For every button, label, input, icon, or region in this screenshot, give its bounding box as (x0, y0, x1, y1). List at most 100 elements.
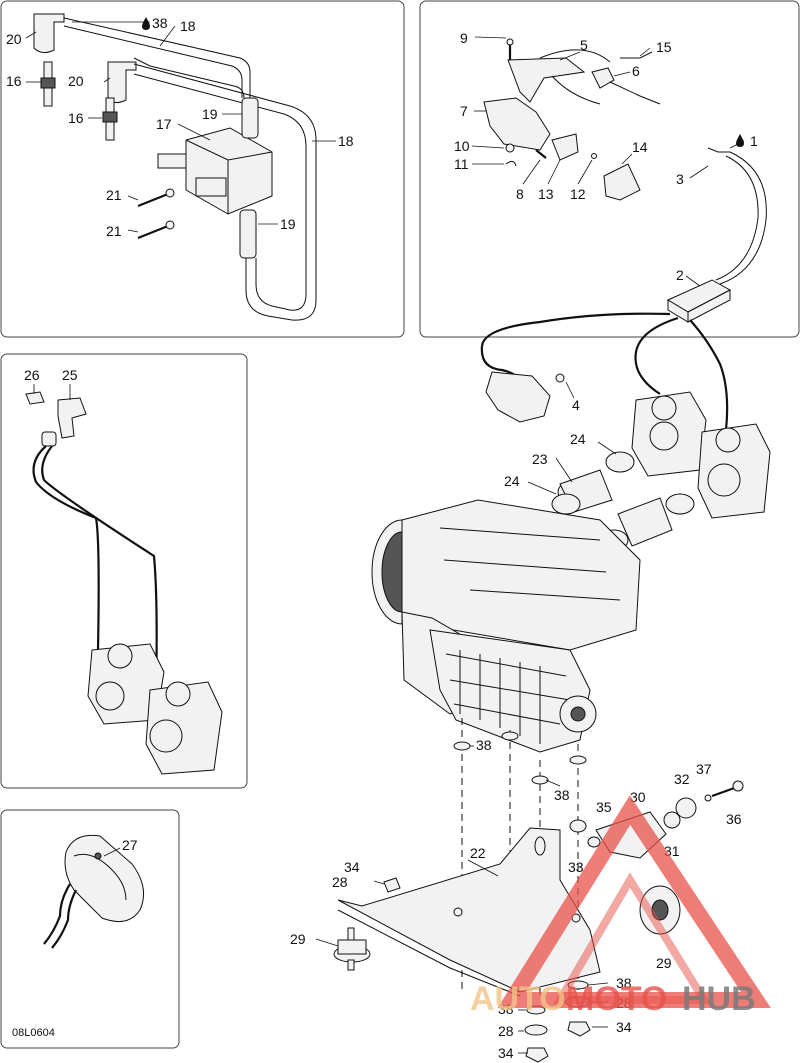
washers-38 (453, 731, 587, 785)
label-29b: 29 (656, 955, 672, 971)
cable-panel-frame (0, 353, 248, 789)
ignition-panel-frame (0, 0, 405, 338)
screw-8 (535, 149, 547, 159)
cable-end-1 (707, 147, 730, 153)
clamp-24-right (665, 493, 695, 515)
label-38d: 38 (616, 975, 632, 991)
washer-10 (505, 143, 515, 153)
label-18a: 18 (180, 18, 196, 34)
drop-icon-1 (736, 134, 744, 147)
label-4: 4 (572, 397, 580, 413)
label-24b: 24 (504, 473, 520, 489)
callout-labels: 20 16 20 16 38 18 17 19 18 21 21 19 9 5 … (6, 15, 758, 1061)
label-37: 37 (696, 761, 712, 777)
ignition-extra-line (133, 57, 245, 99)
cable-junction-2 (666, 275, 732, 323)
coil-boot-upper (241, 97, 259, 139)
bracket-4 (485, 371, 551, 423)
label-22: 22 (470, 845, 486, 861)
cable-to-carb-a (634, 316, 679, 395)
cover-13 (551, 133, 579, 161)
label-15: 15 (656, 39, 672, 55)
high-tension-wire-b-inner (133, 73, 307, 311)
label-23: 23 (532, 451, 548, 467)
label-14: 14 (632, 139, 648, 155)
bushing-31 (663, 811, 681, 829)
nut-12 (591, 153, 597, 159)
label-13: 13 (538, 186, 554, 202)
label-2: 2 (676, 267, 684, 283)
label-19b: 19 (280, 216, 296, 232)
drop-icon-38 (142, 17, 150, 30)
watermark-text-moto: MOTO (566, 980, 667, 1018)
choke-cable-b (41, 445, 158, 691)
bushing-32 (675, 797, 697, 819)
throttle-lever (507, 57, 586, 103)
ignition-leaders (25, 21, 336, 233)
high-tension-wire-b (133, 63, 317, 321)
housing-7 (483, 97, 551, 151)
label-28a: 28 (332, 874, 348, 890)
label-21b: 21 (106, 223, 122, 239)
spark-plug-lower (102, 97, 118, 141)
label-6: 6 (632, 63, 640, 79)
label-36: 36 (726, 811, 742, 827)
nut-35 (569, 819, 587, 833)
label-26: 26 (24, 367, 40, 383)
high-tension-wire-a-inner (63, 25, 243, 98)
label-1: 1 (750, 133, 758, 149)
throttle-cable (719, 151, 767, 285)
wire-15 (620, 51, 653, 59)
choke-cable-a (32, 445, 100, 651)
label-38b: 38 (476, 737, 492, 753)
label-17: 17 (156, 116, 172, 132)
label-25: 25 (62, 367, 78, 383)
ignition-coil (185, 127, 273, 215)
label-9: 9 (460, 30, 468, 46)
label-12: 12 (570, 186, 586, 202)
grip-14 (603, 163, 641, 201)
label-20b: 20 (68, 73, 84, 89)
spark-plug-cap-upper (33, 13, 65, 54)
spark-plug-cap-lower (107, 61, 137, 104)
diagram-code: 08L0604 (12, 1027, 55, 1039)
label-32: 32 (674, 771, 690, 787)
coil-connector (195, 177, 227, 197)
label-7: 7 (460, 103, 468, 119)
screw-upper (137, 192, 169, 208)
throttle-lever-assembly (483, 38, 767, 285)
label-27: 27 (122, 837, 138, 853)
label-10: 10 (454, 138, 470, 154)
washer-37 (704, 794, 712, 802)
label-16b: 16 (68, 110, 84, 126)
choke-cable-assembly (25, 391, 223, 775)
screw-lower (137, 224, 169, 240)
watermark-text-hub: HUB (682, 980, 756, 1018)
ignition-coil-assembly (33, 13, 317, 321)
cable-to-bracket (480, 312, 671, 389)
label-34b: 34 (616, 1019, 632, 1035)
throttle-panel-frame (419, 0, 800, 338)
intake-boots (551, 451, 695, 551)
label-29a: 29 (290, 931, 306, 947)
coil-plug (157, 153, 187, 169)
clip-11 (505, 160, 517, 167)
watermark-logo: AUTO MOTO HUB (470, 795, 771, 1018)
nut-34-bottom (525, 1047, 549, 1063)
clamp-24-left (551, 493, 581, 515)
boot-23-right (617, 497, 673, 547)
label-34c: 34 (498, 1045, 514, 1061)
clamp-24-upper-right (605, 451, 635, 473)
label-38c: 38 (554, 787, 570, 803)
label-33: 33 (568, 859, 584, 875)
starter-handle-27 (43, 834, 145, 949)
nut-26 (25, 391, 45, 405)
washer-33 (587, 836, 601, 848)
handle-panel-frame (0, 809, 180, 1049)
carburetor-pair-right (631, 391, 771, 519)
label-34a: 34 (344, 859, 360, 875)
watermark-text-auto: AUTO (470, 980, 566, 1018)
label-20a: 20 (6, 31, 22, 47)
nut-4 (555, 373, 565, 383)
